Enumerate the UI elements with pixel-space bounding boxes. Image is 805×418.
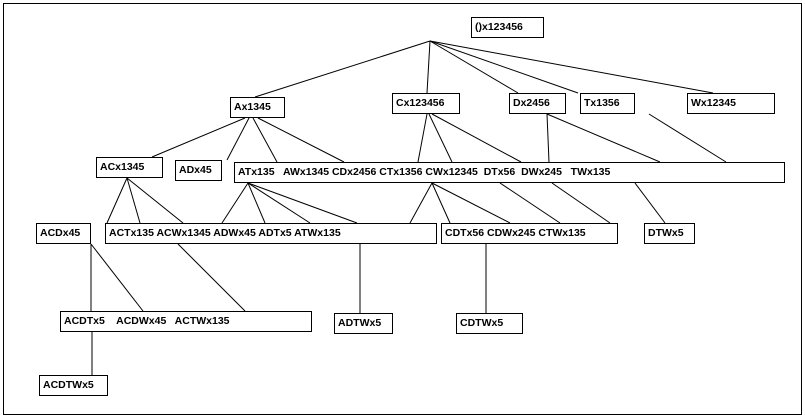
node-label-row5big: ACDTx5 ACDWx45 ACTWx135 <box>64 315 230 328</box>
node-label-CDTW: CDTWx5 <box>460 317 504 330</box>
node-label-row4big2: CDTx56 CDWx245 CTWx135 <box>445 227 586 240</box>
node-label-W: Wx12345 <box>691 97 736 110</box>
node-label-root: ()x123456 <box>475 21 523 34</box>
node-T[interactable]: Tx1356 <box>580 93 635 114</box>
edge-D-to-DW <box>546 113 661 163</box>
edge-AT-to-ACT2 <box>221 182 249 224</box>
node-row4big2[interactable]: CDTx56 CDWx245 CTWx135 <box>441 223 618 244</box>
node-W[interactable]: Wx12345 <box>687 93 775 114</box>
node-label-T: Tx1356 <box>584 97 620 110</box>
node-label-row4big: ACTx135 ACWx1345 ADWx45 ADTx5 ATWx135 <box>109 227 341 240</box>
node-label-row3big: ATx135 AWx1345 CDx2456 CTx1356 CWx12345 … <box>238 166 611 179</box>
edge-DW-to-DTW <box>551 182 611 224</box>
edge-root-to-C <box>426 40 431 94</box>
node-row5big[interactable]: ACDTx5 ACDWx45 ACTWx135 <box>60 311 312 332</box>
edge-AT-to-ATW <box>247 182 358 224</box>
node-label-ACD: ACDx45 <box>40 227 81 240</box>
node-row3big[interactable]: ATx135 AWx1345 CDx2456 CTx1356 CWx12345 … <box>234 162 785 183</box>
node-ACD[interactable]: ACDx45 <box>36 223 91 244</box>
edge-A-to-AW <box>257 117 345 163</box>
edge-A-to-AC <box>151 117 246 158</box>
edge-A-to-AD <box>226 117 250 161</box>
edge-root-to-W <box>429 40 714 94</box>
edge-AC-to-ACT <box>126 177 141 224</box>
node-A[interactable]: Ax1345 <box>230 97 285 118</box>
edge-ACD-to-ACDW <box>90 243 144 312</box>
node-DTW[interactable]: DTWx5 <box>644 223 695 244</box>
node-C[interactable]: Cx123456 <box>392 93 460 114</box>
node-ACDTW[interactable]: ACDTWx5 <box>39 375 108 396</box>
node-label-D: Dx2456 <box>513 97 550 110</box>
edge-root-to-T <box>429 40 579 94</box>
node-label-AD: ADx45 <box>179 164 212 177</box>
node-ADTW[interactable]: ADTWx5 <box>334 313 393 334</box>
edge-root-to-A <box>254 40 431 98</box>
edge-AC-to-ACD <box>106 177 128 224</box>
edge-TW-to-DTW2 <box>634 182 666 224</box>
node-label-ADTW: ADTWx5 <box>338 317 382 330</box>
node-label-ACDTW: ACDTWx5 <box>43 379 94 392</box>
edge-row4big-to-ACTW <box>177 243 246 312</box>
node-label-C: Cx123456 <box>396 97 445 110</box>
edge-CT-to-CTW <box>431 182 511 224</box>
edge-A-to-AT <box>252 117 278 163</box>
node-D[interactable]: Dx2456 <box>509 93 566 114</box>
edge-C-to-CT <box>428 113 453 163</box>
edge-root-to-D <box>429 40 519 94</box>
node-label-DTW: DTWx5 <box>648 227 684 240</box>
edge-D-to-DT <box>546 113 550 163</box>
node-root[interactable]: ()x123456 <box>471 17 544 38</box>
edge-CT-to-CDT <box>409 182 433 224</box>
node-CDTW[interactable]: CDTWx5 <box>456 313 523 334</box>
node-row4big[interactable]: ACTx135 ACWx1345 ADWx45 ADTx5 ATWx135 <box>105 223 437 244</box>
edge-C-to-CD <box>417 113 428 163</box>
edge-AT-to-ADW <box>247 182 266 224</box>
edge-AT-to-ADT <box>247 182 311 224</box>
node-AC[interactable]: ACx1345 <box>96 157 163 178</box>
edge-T-to-TW <box>648 113 727 163</box>
node-AD[interactable]: ADx45 <box>175 160 222 181</box>
node-label-AC: ACx1345 <box>100 161 145 174</box>
edge-C-to-CW <box>431 113 522 163</box>
edge-CT-to-CDW <box>431 182 451 224</box>
edge-AC-to-ACW <box>126 177 184 224</box>
edge-DW-to-CTW2 <box>499 182 561 224</box>
node-label-A: Ax1345 <box>234 101 271 114</box>
